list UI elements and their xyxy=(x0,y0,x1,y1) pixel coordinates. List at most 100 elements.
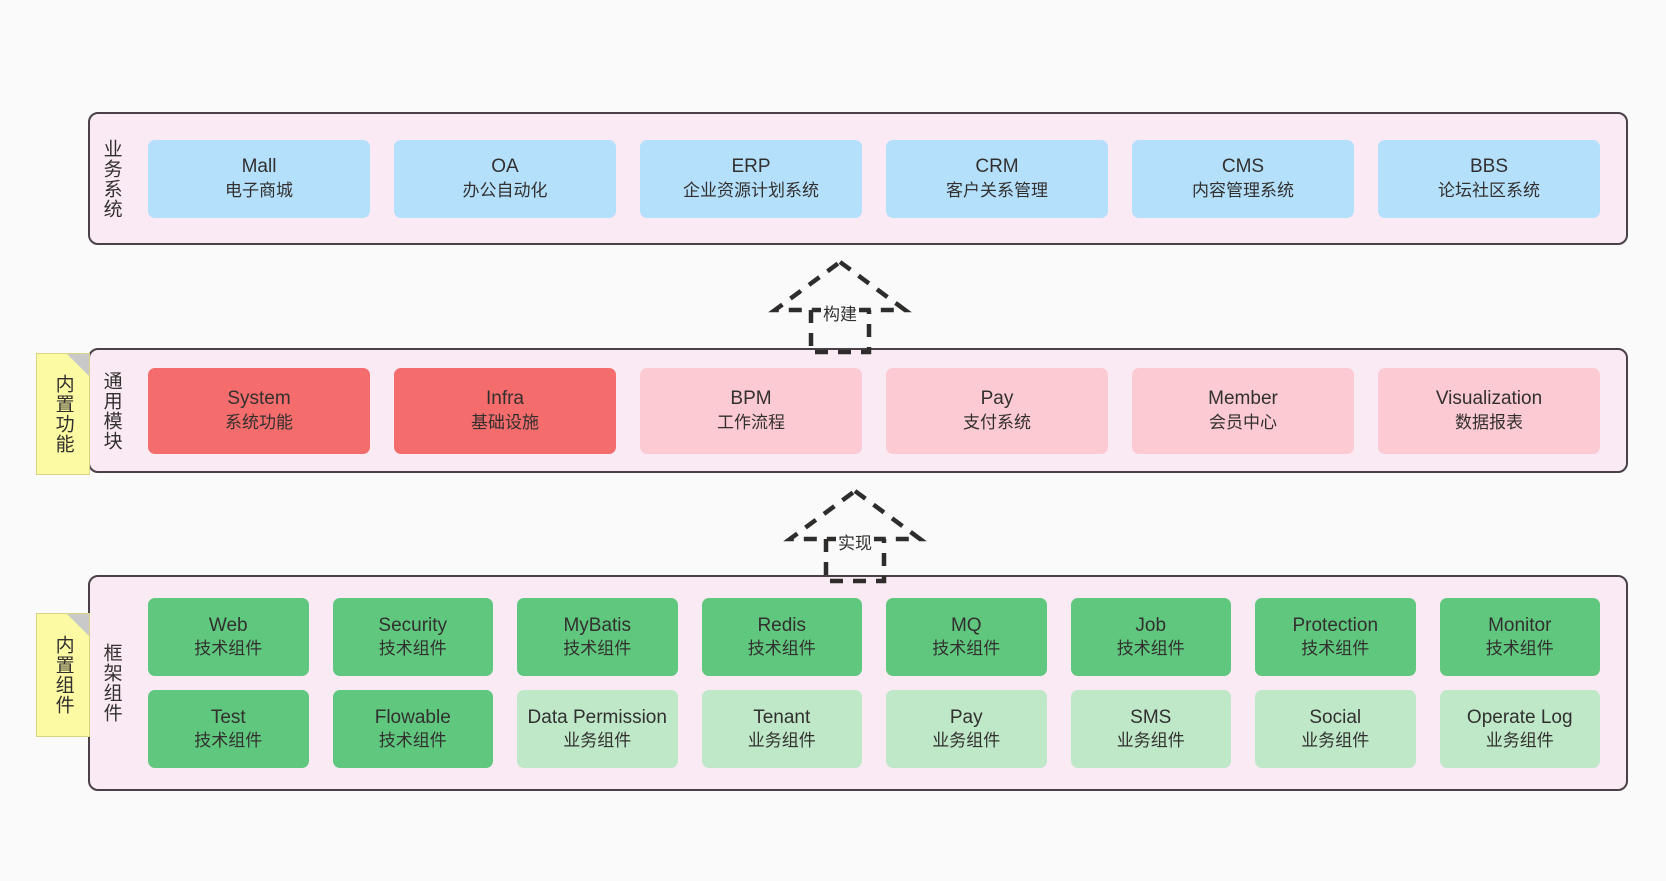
card-title: Visualization xyxy=(1435,388,1543,410)
card-operate-log[interactable]: Operate Log 业务组件 xyxy=(1439,690,1600,768)
card-title: MyBatis xyxy=(563,614,632,636)
layer-title-business-system: 业务系统 xyxy=(100,138,122,219)
card-system[interactable]: System 系统功能 xyxy=(148,367,370,454)
layer-title-common-modules: 通用模块 xyxy=(100,370,122,451)
card-mall[interactable]: Mall 电子商城 xyxy=(148,139,370,218)
sticky-fold-corner xyxy=(67,354,89,376)
card-oa[interactable]: OA 办公自动化 xyxy=(394,139,616,218)
card-redis[interactable]: Redis 技术组件 xyxy=(701,598,862,676)
framework-row-tech: Web 技术组件 Security 技术组件 MyBatis 技术组件 Redi… xyxy=(136,598,1612,676)
connector-implement: 实现 xyxy=(770,487,940,585)
card-subtitle: 技术组件 xyxy=(563,639,632,659)
card-title: Pay xyxy=(949,706,983,728)
card-mq[interactable]: MQ 技术组件 xyxy=(886,598,1047,676)
card-subtitle: 技术组件 xyxy=(194,731,263,751)
card-member[interactable]: Member 会员中心 xyxy=(1132,367,1354,454)
card-pay-component[interactable]: Pay 业务组件 xyxy=(886,690,1047,768)
card-subtitle: 业务组件 xyxy=(932,731,1001,751)
card-pay-module[interactable]: Pay 支付系统 xyxy=(886,367,1108,454)
card-security[interactable]: Security 技术组件 xyxy=(332,598,493,676)
card-subtitle: 业务组件 xyxy=(1116,731,1185,751)
card-subtitle: 技术组件 xyxy=(378,731,447,751)
card-title: Flowable xyxy=(374,706,451,728)
card-title: System xyxy=(227,388,291,410)
card-subtitle: 数据报表 xyxy=(1455,412,1523,432)
card-subtitle: 电子商城 xyxy=(225,180,293,200)
card-subtitle: 业务组件 xyxy=(563,731,632,751)
card-subtitle: 技术组件 xyxy=(194,639,263,659)
sticky-note-label: 内置功能 xyxy=(52,374,74,454)
card-erp[interactable]: ERP 企业资源计划系统 xyxy=(640,139,862,218)
card-social[interactable]: Social 业务组件 xyxy=(1255,690,1416,768)
card-title: Web xyxy=(208,614,248,636)
card-subtitle: 客户关系管理 xyxy=(946,180,1048,200)
card-subtitle: 办公自动化 xyxy=(462,180,548,200)
connector-label: 构建 xyxy=(821,300,859,325)
card-title: Security xyxy=(378,614,448,636)
card-title: ERP xyxy=(731,156,771,178)
card-subtitle: 技术组件 xyxy=(1116,639,1185,659)
card-subtitle: 基础设施 xyxy=(471,412,539,432)
card-title: Tenant xyxy=(753,706,811,728)
layer-framework-components: 框架组件 Web 技术组件 Security 技术组件 MyBatis 技术组件… xyxy=(88,575,1628,791)
card-subtitle: 技术组件 xyxy=(747,639,816,659)
connector-label: 实现 xyxy=(836,529,874,554)
card-title: SMS xyxy=(1130,706,1172,728)
card-bbs[interactable]: BBS 论坛社区系统 xyxy=(1378,139,1600,218)
card-title: MQ xyxy=(950,614,982,636)
card-subtitle: 技术组件 xyxy=(378,639,447,659)
card-title: Data Permission xyxy=(527,706,667,728)
card-flowable[interactable]: Flowable 技术组件 xyxy=(332,690,493,768)
card-web[interactable]: Web 技术组件 xyxy=(148,598,309,676)
common-modules-card-list: System 系统功能 Infra 基础设施 BPM 工作流程 Pay 支付系统… xyxy=(132,350,1626,471)
card-data-permission[interactable]: Data Permission 业务组件 xyxy=(517,690,678,768)
card-protection[interactable]: Protection 技术组件 xyxy=(1255,598,1416,676)
layer-business-system: 业务系统 Mall 电子商城 OA 办公自动化 ERP 企业资源计划系统 CRM… xyxy=(88,112,1628,245)
card-title: Pay xyxy=(980,388,1014,410)
card-subtitle: 业务组件 xyxy=(1301,731,1370,751)
card-subtitle: 业务组件 xyxy=(1485,731,1554,751)
card-mybatis[interactable]: MyBatis 技术组件 xyxy=(517,598,678,676)
card-title: Mall xyxy=(241,156,277,178)
card-subtitle: 会员中心 xyxy=(1209,412,1277,432)
card-subtitle: 技术组件 xyxy=(1485,639,1554,659)
card-title: CRM xyxy=(975,156,1019,178)
layer-common-modules: 通用模块 System 系统功能 Infra 基础设施 BPM 工作流程 Pay… xyxy=(88,348,1628,473)
framework-components-grid: Web 技术组件 Security 技术组件 MyBatis 技术组件 Redi… xyxy=(132,577,1626,789)
card-monitor[interactable]: Monitor 技术组件 xyxy=(1439,598,1600,676)
sticky-note-label: 内置组件 xyxy=(52,635,74,715)
business-system-card-list: Mall 电子商城 OA 办公自动化 ERP 企业资源计划系统 CRM 客户关系… xyxy=(132,114,1626,243)
card-visualization[interactable]: Visualization 数据报表 xyxy=(1378,367,1600,454)
card-subtitle: 支付系统 xyxy=(963,412,1031,432)
sticky-note-builtin-features: 内置功能 xyxy=(36,353,90,475)
card-title: Infra xyxy=(485,388,525,410)
card-subtitle: 业务组件 xyxy=(747,731,816,751)
card-subtitle: 内容管理系统 xyxy=(1192,180,1294,200)
card-subtitle: 系统功能 xyxy=(225,412,293,432)
layer-title-framework-components: 框架组件 xyxy=(100,643,122,723)
card-tenant[interactable]: Tenant 业务组件 xyxy=(701,690,862,768)
connector-build: 构建 xyxy=(755,258,925,356)
card-title: OA xyxy=(491,156,519,178)
card-sms[interactable]: SMS 业务组件 xyxy=(1070,690,1231,768)
card-title: Redis xyxy=(757,614,807,636)
card-job[interactable]: Job 技术组件 xyxy=(1070,598,1231,676)
card-subtitle: 技术组件 xyxy=(932,639,1001,659)
card-crm[interactable]: CRM 客户关系管理 xyxy=(886,139,1108,218)
card-subtitle: 论坛社区系统 xyxy=(1438,180,1540,200)
sticky-note-builtin-components: 内置组件 xyxy=(36,613,90,737)
card-infra[interactable]: Infra 基础设施 xyxy=(394,367,616,454)
card-cms[interactable]: CMS 内容管理系统 xyxy=(1132,139,1354,218)
card-title: Job xyxy=(1135,614,1167,636)
card-test[interactable]: Test 技术组件 xyxy=(148,690,309,768)
card-subtitle: 企业资源计划系统 xyxy=(683,180,819,200)
card-subtitle: 工作流程 xyxy=(717,412,785,432)
card-title: Monitor xyxy=(1488,614,1552,636)
connector-stem xyxy=(823,539,887,584)
card-subtitle: 技术组件 xyxy=(1301,639,1370,659)
card-bpm[interactable]: BPM 工作流程 xyxy=(640,367,862,454)
card-title: BPM xyxy=(730,388,772,410)
card-title: Social xyxy=(1309,706,1362,728)
card-title: Operate Log xyxy=(1466,706,1573,728)
